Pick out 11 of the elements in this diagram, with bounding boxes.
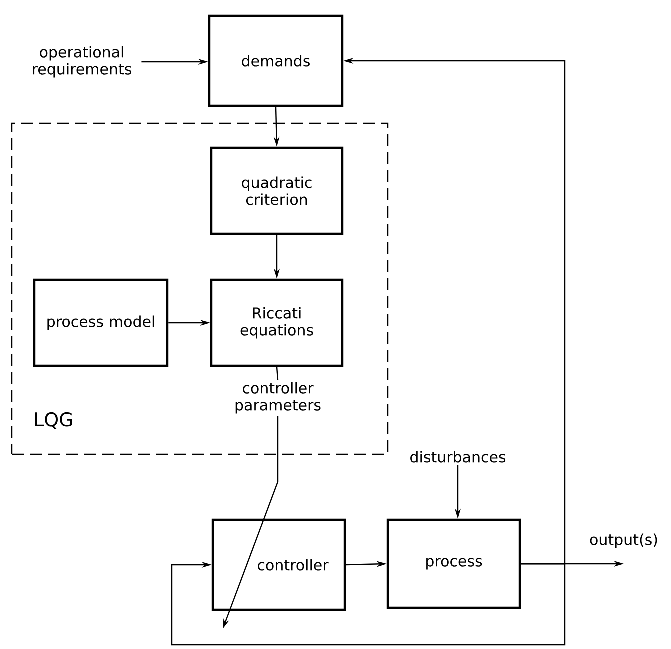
block-box: quadratic criterion (210, 146, 344, 236)
block-box: process (386, 518, 522, 610)
signal-label: controller parameters (236, 382, 321, 414)
block-box: controller (212, 518, 346, 612)
signal-label: output(s) (590, 534, 658, 548)
block-box: demands (208, 14, 344, 108)
arrow (171, 562, 566, 646)
signal-label: operational requirements (33, 46, 132, 78)
signal-label: disturbances (410, 451, 506, 463)
block-box: process model (33, 278, 169, 368)
block-box: Riccati equations (210, 278, 344, 368)
